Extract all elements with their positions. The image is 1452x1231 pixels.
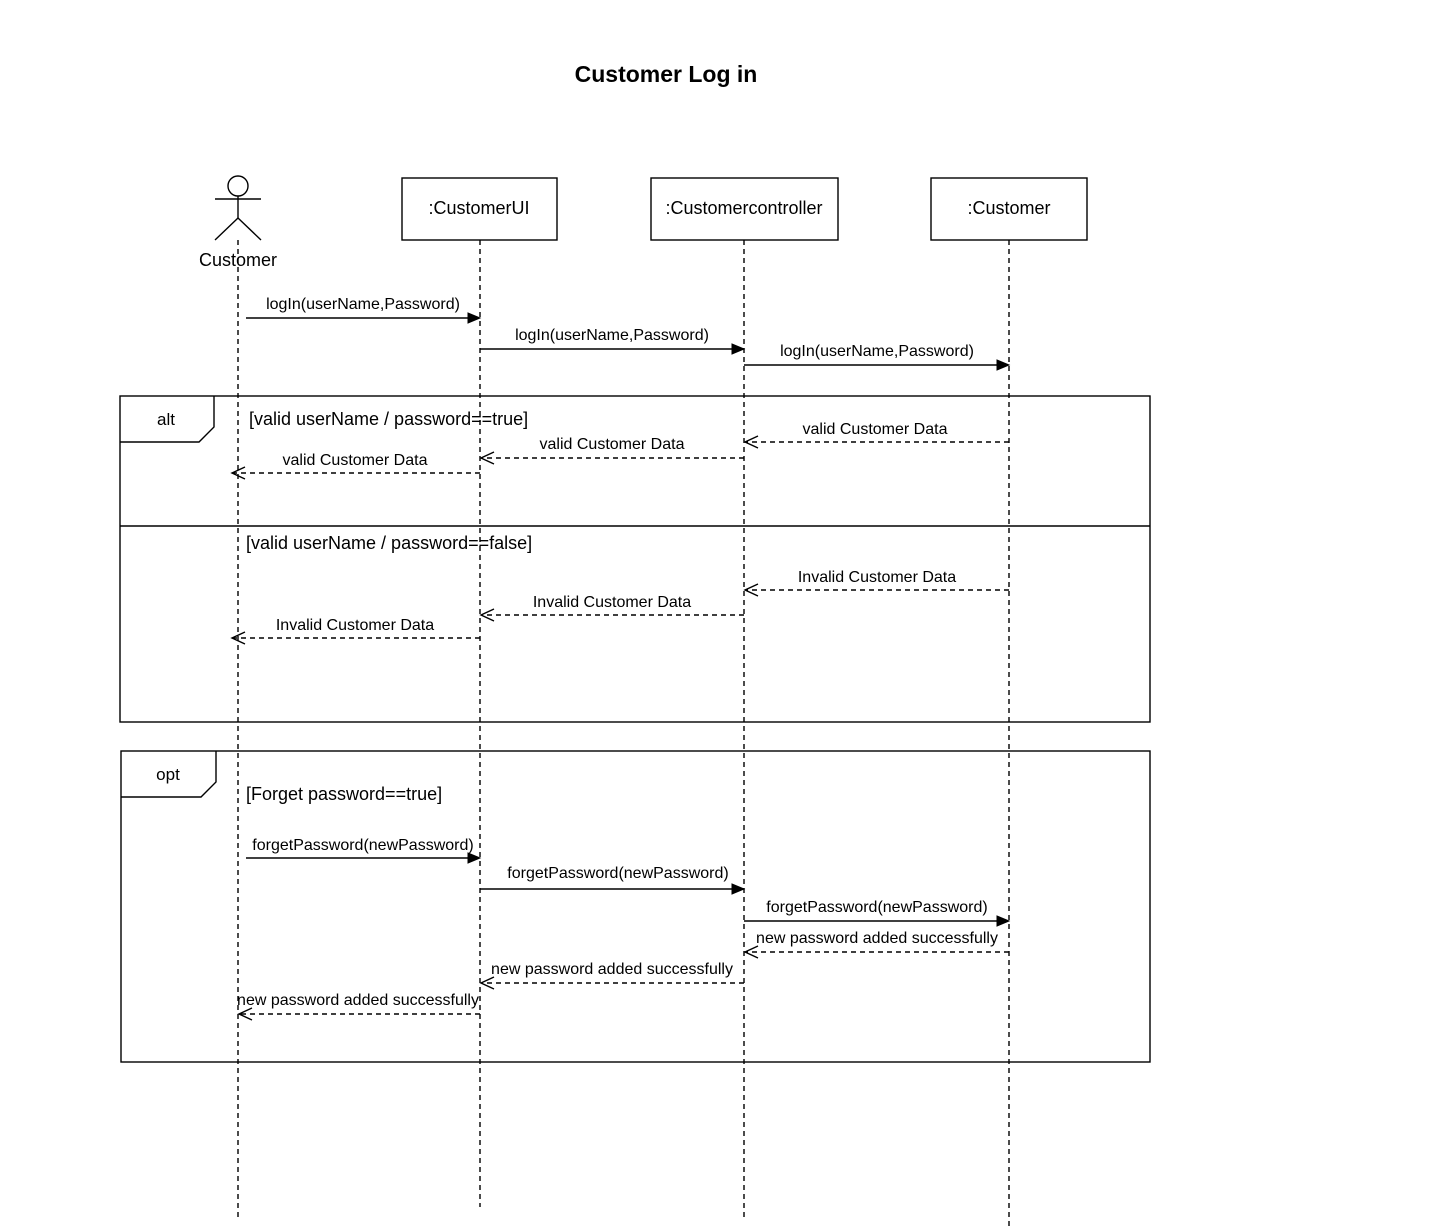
- return-success-to-customer: new password added successfully: [237, 992, 480, 1021]
- message-label: forgetPassword(newPassword): [766, 899, 987, 916]
- fragment-guard: [valid userName / password==true]: [249, 409, 528, 429]
- fragment-operator: opt: [156, 765, 180, 784]
- arrowhead-icon: [731, 343, 746, 355]
- fragment-alt: alt [valid userName / password==true] [v…: [119, 395, 1151, 723]
- message-label: Invalid Customer Data: [533, 594, 691, 611]
- return-invalid-to-customer: Invalid Customer Data: [230, 617, 480, 645]
- open-arrowhead-icon: [479, 608, 495, 622]
- actor-label: Customer: [199, 250, 277, 270]
- participant-label: :Customercontroller: [665, 198, 822, 218]
- arrowhead-icon: [996, 359, 1011, 371]
- diagram-title: Customer Log in: [575, 61, 758, 87]
- return-valid-to-customer: valid Customer Data: [230, 452, 480, 480]
- arrowhead-icon: [467, 852, 482, 864]
- message-label: forgetPassword(newPassword): [252, 837, 473, 854]
- fragment-guard: [valid userName / password==false]: [246, 533, 532, 553]
- message-label: valid Customer Data: [540, 436, 685, 453]
- message-label: valid Customer Data: [803, 421, 948, 438]
- message-label: logIn(userName,Password): [515, 327, 709, 344]
- message-label: new password added successfully: [237, 992, 479, 1009]
- fragment-guard: [Forget password==true]: [246, 784, 442, 804]
- message-login-to-controller: logIn(userName,Password): [480, 327, 746, 355]
- message-label: logIn(userName,Password): [780, 343, 974, 360]
- open-arrowhead-icon: [230, 631, 246, 645]
- message-label: logIn(userName,Password): [266, 296, 460, 313]
- return-valid-to-controller: valid Customer Data: [743, 421, 1009, 449]
- participant-customer-entity: :Customer: [930, 177, 1088, 241]
- stick-figure-icon: [214, 175, 262, 241]
- participant-customer-ui: :CustomerUI: [401, 177, 558, 241]
- return-success-to-controller: new password added successfully: [743, 930, 1009, 959]
- fragment-operator: alt: [157, 410, 175, 429]
- message-login-to-ui: logIn(userName,Password): [246, 296, 482, 324]
- message-login-to-customer: logIn(userName,Password): [744, 343, 1011, 371]
- message-label: valid Customer Data: [283, 452, 428, 469]
- participant-label: :CustomerUI: [428, 198, 529, 218]
- return-success-to-ui: new password added successfully: [479, 961, 744, 990]
- open-arrowhead-icon: [743, 435, 759, 449]
- message-forget-to-customer: forgetPassword(newPassword): [744, 899, 1011, 927]
- message-forget-to-ui: forgetPassword(newPassword): [246, 837, 482, 864]
- arrowhead-icon: [467, 312, 482, 324]
- open-arrowhead-icon: [479, 976, 495, 990]
- open-arrowhead-icon: [743, 583, 759, 597]
- message-forget-to-controller: forgetPassword(newPassword): [480, 865, 746, 895]
- return-invalid-to-ui: Invalid Customer Data: [479, 594, 744, 622]
- open-arrowhead-icon: [237, 1007, 253, 1021]
- arrowhead-icon: [996, 915, 1011, 927]
- message-label: forgetPassword(newPassword): [507, 865, 728, 882]
- return-valid-to-ui: valid Customer Data: [479, 436, 744, 465]
- open-arrowhead-icon: [230, 466, 246, 480]
- message-label: new password added successfully: [756, 930, 998, 947]
- actor-customer: Customer: [199, 175, 277, 270]
- message-label: new password added successfully: [491, 961, 733, 978]
- fragment-opt: opt [Forget password==true]: [120, 750, 1151, 1063]
- message-label: Invalid Customer Data: [276, 617, 434, 634]
- open-arrowhead-icon: [479, 451, 495, 465]
- participant-label: :Customer: [967, 198, 1050, 218]
- participant-customer-controller: :Customercontroller: [650, 177, 839, 241]
- open-arrowhead-icon: [743, 945, 759, 959]
- arrowhead-icon: [731, 883, 746, 895]
- message-label: Invalid Customer Data: [798, 569, 956, 586]
- return-invalid-to-controller: Invalid Customer Data: [743, 569, 1009, 597]
